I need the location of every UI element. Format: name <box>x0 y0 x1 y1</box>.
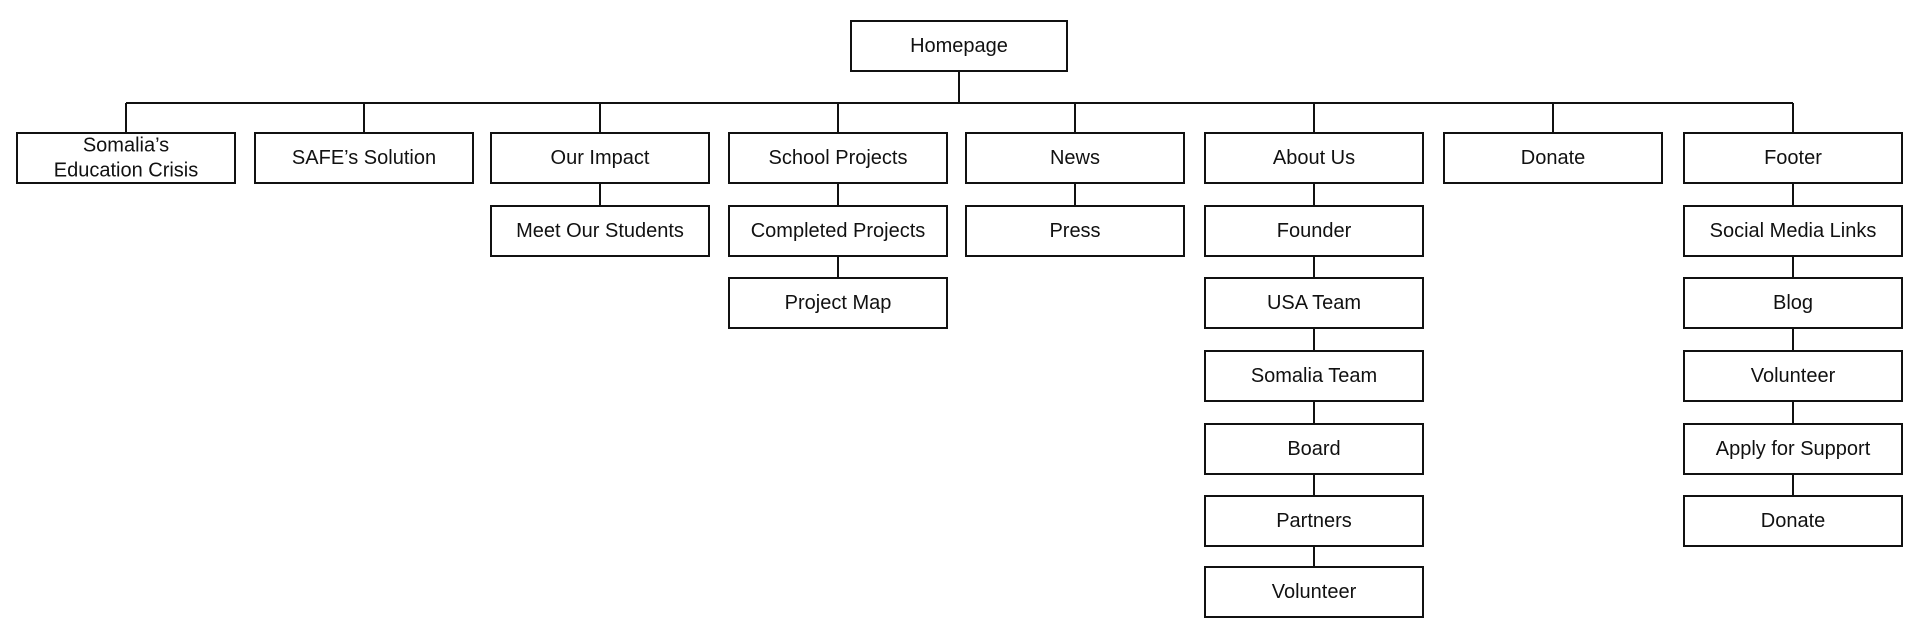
node-about-us-partners-label: Partners <box>1276 510 1352 532</box>
node-about-us-usa-team-label: USA Team <box>1267 292 1361 314</box>
node-homepage: Homepage <box>850 20 1068 72</box>
node-about-us-founder-box <box>1204 205 1424 257</box>
node-about-us-somalia-team-label: Somalia Team <box>1251 365 1377 387</box>
node-about-us: About Us <box>1204 132 1424 184</box>
node-news: News <box>965 132 1185 184</box>
node-about-us-board: Board <box>1204 423 1424 475</box>
node-school-projects-project-map: Project Map <box>728 277 948 329</box>
node-about-us-usa-team: USA Team <box>1204 277 1424 329</box>
node-donate-label: Donate <box>1521 147 1586 169</box>
node-news-box <box>965 132 1185 184</box>
node-about-us-volunteer: Volunteer <box>1204 566 1424 618</box>
node-about-us-volunteer-box <box>1204 566 1424 618</box>
node-school-projects: School Projects <box>728 132 948 184</box>
node-about-us-founder-label: Founder <box>1277 220 1352 242</box>
node-school-projects-project-map-label: Project Map <box>785 292 892 314</box>
node-footer-donate-label: Donate <box>1761 510 1826 532</box>
node-footer-social-media-links-box <box>1683 205 1903 257</box>
node-our-impact: Our Impact <box>490 132 710 184</box>
node-footer-donate-box <box>1683 495 1903 547</box>
node-footer-apply-for-support: Apply for Support <box>1683 423 1903 475</box>
node-footer-label: Footer <box>1764 147 1822 169</box>
node-about-us-founder: Founder <box>1204 205 1424 257</box>
node-about-us-somalia-team: Somalia Team <box>1204 350 1424 402</box>
node-somalias-education-crisis-label-line-2: Education Crisis <box>54 160 199 182</box>
node-footer-box <box>1683 132 1903 184</box>
node-footer-blog-label: Blog <box>1773 292 1813 314</box>
node-our-impact-label: Our Impact <box>551 147 650 169</box>
node-our-impact-meet-our-students-box <box>490 205 710 257</box>
node-about-us-label: About Us <box>1273 147 1355 169</box>
node-footer-volunteer-label: Volunteer <box>1751 365 1836 387</box>
node-donate-box <box>1443 132 1663 184</box>
node-news-press-label: Press <box>1049 220 1100 242</box>
node-footer-blog-box <box>1683 277 1903 329</box>
node-homepage-box <box>850 20 1068 72</box>
node-footer-blog: Blog <box>1683 277 1903 329</box>
node-about-us-board-label: Board <box>1287 438 1340 460</box>
node-about-us-board-box <box>1204 423 1424 475</box>
node-footer-apply-for-support-label: Apply for Support <box>1716 438 1871 460</box>
node-footer-volunteer: Volunteer <box>1683 350 1903 402</box>
node-footer-volunteer-box <box>1683 350 1903 402</box>
node-our-impact-meet-our-students-label: Meet Our Students <box>516 220 684 242</box>
node-footer-social-media-links: Social Media Links <box>1683 205 1903 257</box>
node-somalias-education-crisis-box <box>16 132 236 184</box>
node-somalias-education-crisis-label-line-1: Somalia’s <box>83 135 169 157</box>
node-footer: Footer <box>1683 132 1903 184</box>
node-about-us-volunteer-label: Volunteer <box>1272 581 1357 603</box>
node-news-label: News <box>1050 147 1100 169</box>
node-school-projects-label: School Projects <box>769 147 908 169</box>
node-school-projects-completed-projects-box <box>728 205 948 257</box>
node-school-projects-completed-projects-label: Completed Projects <box>751 220 926 242</box>
node-donate: Donate <box>1443 132 1663 184</box>
node-our-impact-box <box>490 132 710 184</box>
node-school-projects-project-map-box <box>728 277 948 329</box>
node-about-us-somalia-team-box <box>1204 350 1424 402</box>
node-school-projects-completed-projects: Completed Projects <box>728 205 948 257</box>
node-safes-solution-box <box>254 132 474 184</box>
node-school-projects-box <box>728 132 948 184</box>
node-safes-solution: SAFE’s Solution <box>254 132 474 184</box>
node-news-press-box <box>965 205 1185 257</box>
node-about-us-usa-team-box <box>1204 277 1424 329</box>
node-news-press: Press <box>965 205 1185 257</box>
node-about-us-partners-box <box>1204 495 1424 547</box>
node-homepage-label: Homepage <box>910 35 1008 57</box>
node-about-us-box <box>1204 132 1424 184</box>
node-footer-social-media-links-label: Social Media Links <box>1710 220 1877 242</box>
node-footer-apply-for-support-box <box>1683 423 1903 475</box>
node-safes-solution-label: SAFE’s Solution <box>292 147 436 169</box>
node-about-us-partners: Partners <box>1204 495 1424 547</box>
node-footer-donate: Donate <box>1683 495 1903 547</box>
node-our-impact-meet-our-students: Meet Our Students <box>490 205 710 257</box>
